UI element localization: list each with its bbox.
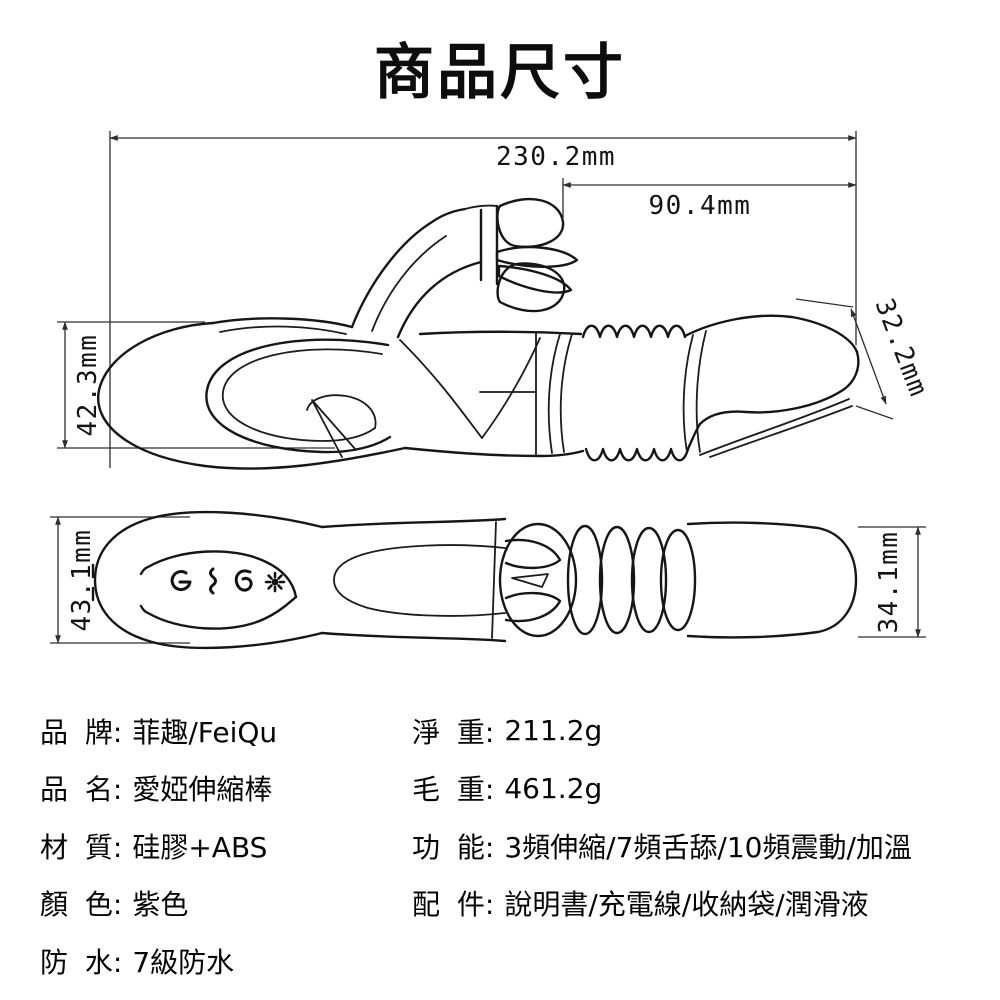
spec-label: 功 能: (412, 830, 495, 864)
spec-label: 淨 重: (412, 715, 495, 749)
spec-label: 防 水: (40, 945, 123, 979)
product-side-view-drawing (96, 197, 860, 470)
dimension-annotations: 230.2mm 90.4mm 42.3mm 32.2mm 43.1mm (50, 131, 934, 644)
dim-handle-height: 42.3mm (73, 334, 103, 437)
spec-row-functions: 功 能: 3頻伸縮/7頻舌舔/10頻震動/加溫 (412, 817, 912, 875)
spec-value: 說明書/充電線/收納袋/潤滑液 (504, 888, 869, 922)
spec-row-color: 顏 色: 紫色 (40, 875, 277, 933)
dim-front-section-length: 90.4mm (649, 191, 752, 221)
spec-list-right: 淨 重: 211.2g 毛 重: 461.2g 功 能: 3頻伸縮/7頻舌舔/1… (412, 702, 912, 932)
spec-row-brand: 品 牌: 菲趣/FeiQu (40, 702, 277, 760)
spec-label: 毛 重: (412, 773, 495, 807)
spec-label: 品 名: (40, 773, 123, 807)
spec-value: 硅膠+ABS (132, 830, 268, 864)
spec-row-product-name: 品 名: 愛婭伸縮棒 (40, 760, 277, 818)
spec-value: 愛婭伸縮棒 (132, 773, 273, 807)
dim-tip-width: 34.1mm (874, 531, 904, 634)
vibration-wave-icon (209, 567, 217, 595)
spec-value: 3頻伸縮/7頻舌舔/10頻震動/加溫 (504, 830, 912, 864)
spec-row-material: 材 質: 硅膠+ABS (40, 817, 277, 875)
spec-value: 211.2g (504, 714, 603, 748)
product-top-view-drawing (91, 510, 858, 650)
spec-value: 461.2g (504, 771, 603, 805)
dim-total-length: 230.2mm (496, 142, 616, 172)
heat-icon (264, 571, 286, 593)
spec-value: 紫色 (132, 888, 189, 922)
dim-head-width: 43.1mm (67, 529, 97, 632)
spec-label: 顏 色: (40, 888, 123, 922)
dimension-diagram: 230.2mm 90.4mm 42.3mm 32.2mm 43.1mm (50, 131, 934, 650)
power-icon (170, 570, 192, 592)
spec-row-waterproof: 防 水: 7級防水 (40, 932, 277, 990)
spec-value: 菲趣/FeiQu (132, 715, 278, 749)
spec-list-left: 品 牌: 菲趣/FeiQu 品 名: 愛婭伸縮棒 材 質: 硅膠+ABS 顏 色… (40, 702, 277, 990)
tongue-icon (234, 569, 253, 592)
page-title: 商品尺寸 (374, 38, 626, 108)
spec-value: 7級防水 (132, 945, 235, 979)
spec-label: 配 件: (412, 888, 495, 922)
spec-label: 品 牌: (40, 715, 123, 749)
dim-tip-diameter: 32.2mm (869, 295, 934, 402)
spec-row-gross-weight: 毛 重: 461.2g (412, 760, 912, 818)
spec-row-net-weight: 淨 重: 211.2g (412, 702, 912, 760)
spec-label: 材 質: (40, 830, 123, 864)
spec-row-accessories: 配 件: 說明書/充電線/收納袋/潤滑液 (412, 875, 912, 933)
